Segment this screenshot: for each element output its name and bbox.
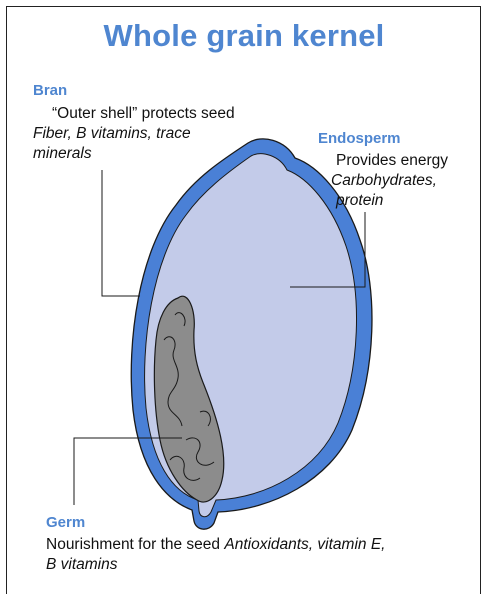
- endosperm-description: Provides energy: [336, 151, 448, 171]
- endosperm-nutrients-line2: protein: [336, 191, 383, 211]
- bran-heading: Bran: [33, 82, 67, 99]
- germ-nutrients-line1: Antioxidants, vitamin E,: [224, 536, 385, 553]
- germ-nutrients-line2: B vitamins: [46, 555, 118, 575]
- bran-leader-line: [102, 170, 140, 296]
- germ-description: Nourishment for the seed: [46, 536, 220, 553]
- bran-description: “Outer shell” protects seed: [52, 104, 235, 124]
- bran-nutrients-line2: minerals: [33, 144, 92, 164]
- germ-description-line: Nourishment for the seed Antioxidants, v…: [46, 535, 385, 555]
- endosperm-nutrients-line1: Carbohydrates,: [331, 171, 437, 191]
- endosperm-heading: Endosperm: [318, 130, 401, 147]
- bran-nutrients-line1: Fiber, B vitamins, trace: [33, 124, 191, 144]
- germ-heading: Germ: [46, 514, 85, 531]
